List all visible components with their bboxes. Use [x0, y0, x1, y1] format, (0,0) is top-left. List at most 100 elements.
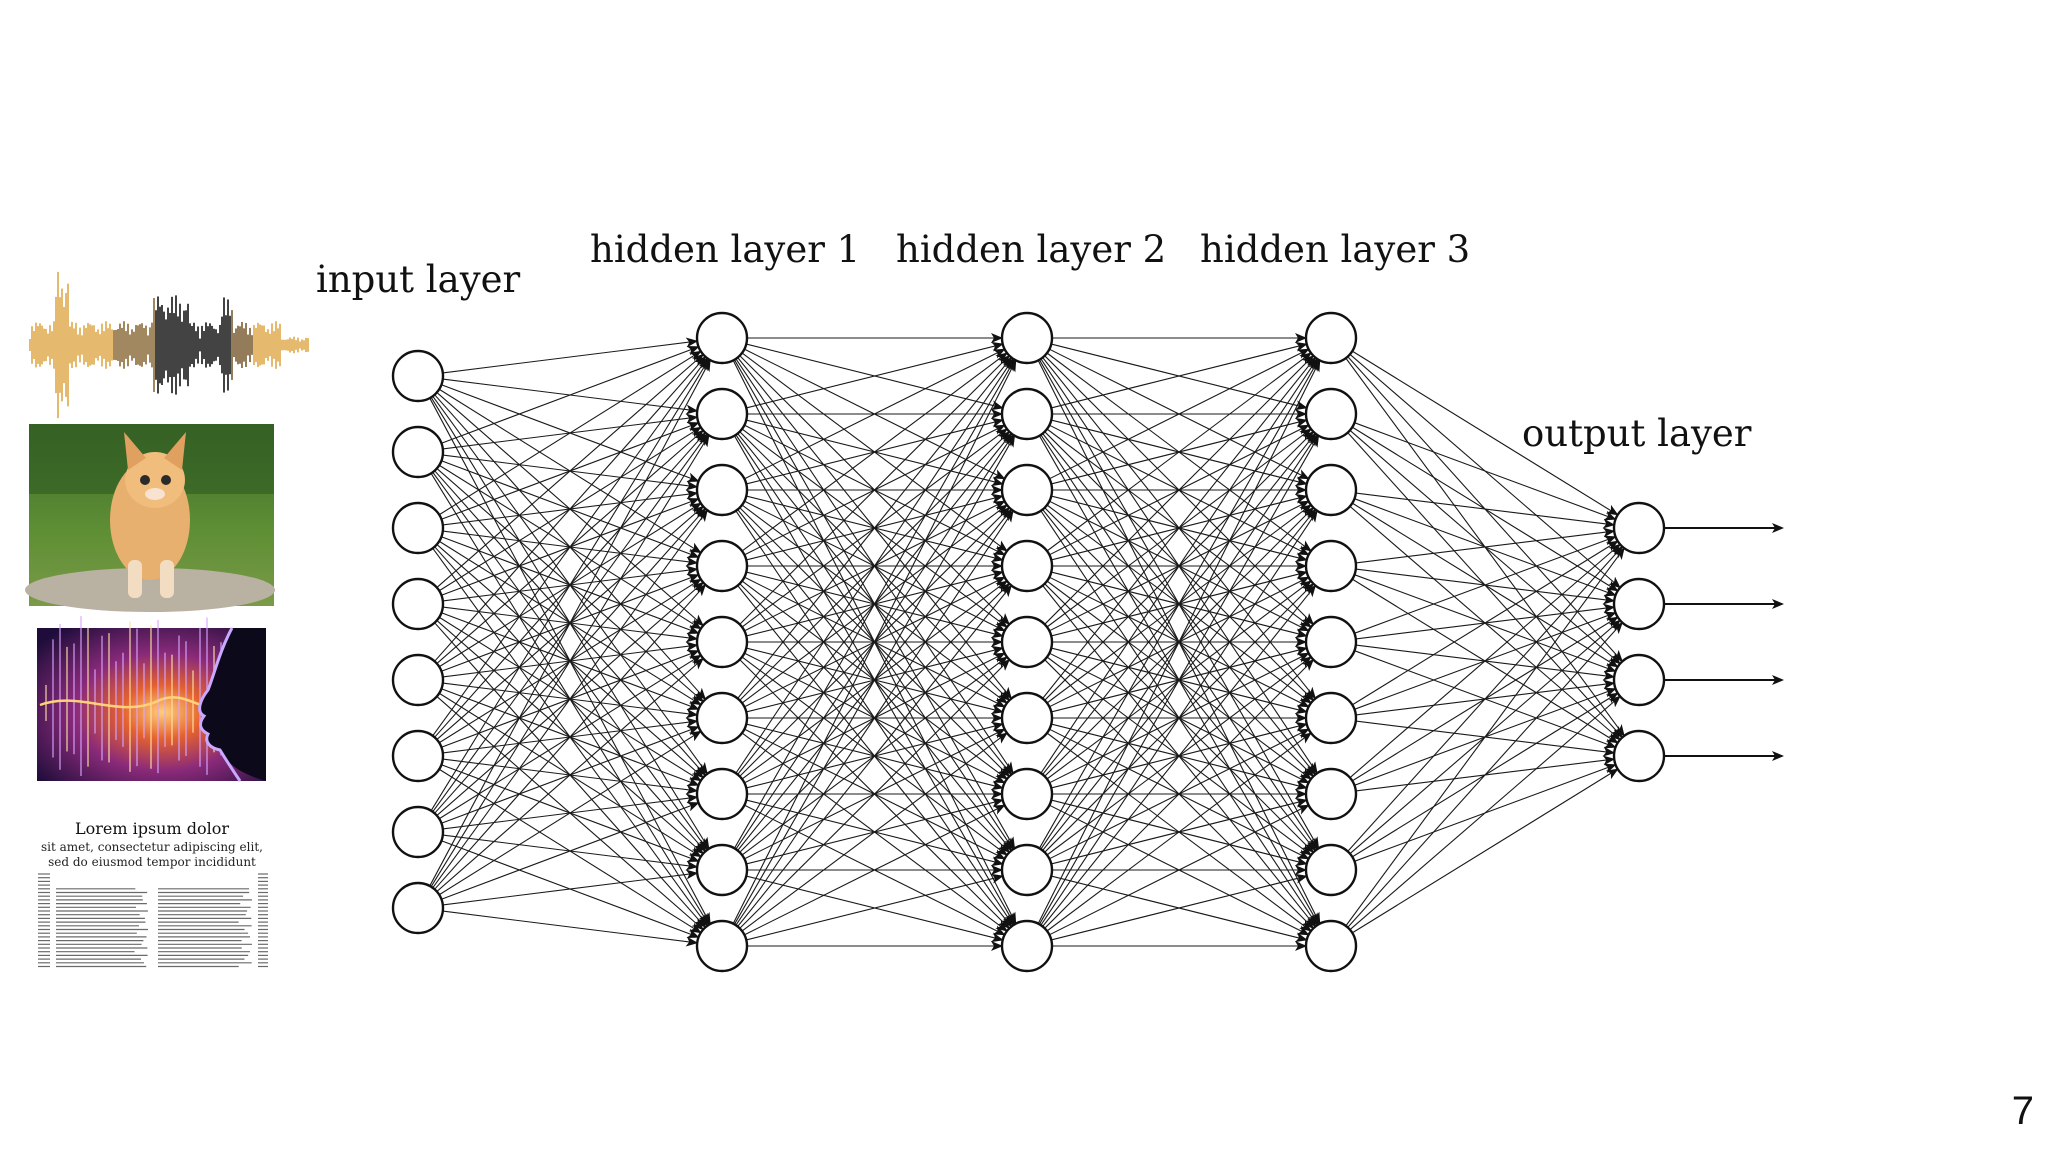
input-examples: Lorem ipsum dolor sit amet, consectetur …: [25, 271, 309, 971]
input-node: [391, 653, 445, 707]
connection-edge: [733, 358, 1016, 849]
connection-edge: [436, 353, 704, 588]
connection-edge: [1038, 434, 1320, 925]
layer-label-hidden-3: hidden layer 3: [1200, 228, 1470, 271]
hidden-2-node: [1000, 387, 1054, 441]
hidden-3-node: [1304, 615, 1358, 669]
connection-edge: [1044, 354, 1315, 625]
connection-edge: [1049, 348, 1310, 480]
connection-edge: [434, 583, 707, 890]
hidden-3-node: [1304, 311, 1358, 365]
connection-edge: [432, 509, 708, 889]
connection-edge: [1051, 873, 1308, 941]
connection-edge: [1355, 492, 1616, 529]
connection-edge: [739, 354, 1011, 625]
layer-label-output: output layer: [1522, 412, 1752, 455]
connection-edge: [1347, 545, 1623, 852]
document-subtitle-line1: sit amet, consectetur adipiscing elit,: [41, 840, 263, 854]
slide-number: 7: [2011, 1089, 2034, 1133]
hidden-2-node: [1000, 919, 1054, 973]
hidden-3-node: [1304, 691, 1358, 745]
connection-edge: [442, 910, 699, 947]
hidden-1-node: [695, 387, 749, 441]
connection-edge: [1049, 804, 1310, 936]
connection-edge: [1038, 358, 1320, 849]
connection-edge: [741, 352, 1008, 552]
connection-edge: [1040, 509, 1318, 926]
connection-edge: [434, 355, 707, 662]
hidden-2-node: [1000, 463, 1054, 517]
text-document-image: Lorem ipsum dolor sit amet, consectetur …: [34, 816, 270, 971]
hidden-2-node: [1000, 615, 1054, 669]
connection-edge: [1351, 350, 1619, 516]
hidden-3-node: [1304, 919, 1358, 973]
hidden-2-node: [1000, 767, 1054, 821]
hidden-1-node: [695, 615, 749, 669]
hidden-2-node: [1000, 843, 1054, 897]
connection-edge: [1354, 535, 1617, 634]
connection-edge: [1037, 359, 1321, 924]
connection-edge: [733, 434, 1016, 925]
connection-edge: [735, 357, 1014, 774]
connection-edge: [1044, 658, 1315, 929]
connection-edge: [1349, 695, 1621, 931]
input-node: [391, 425, 445, 479]
connection-edge: [1351, 540, 1619, 706]
connection-edge: [1349, 543, 1621, 779]
connection-edge: [438, 730, 702, 896]
input-node: [391, 805, 445, 859]
connection-edge: [436, 657, 704, 892]
input-node: [391, 577, 445, 631]
hidden-3-node: [1304, 463, 1358, 517]
input-node: [391, 729, 445, 783]
document-title: Lorem ipsum dolor: [75, 819, 229, 838]
hidden-1-node: [695, 919, 749, 973]
hidden-3-node: [1304, 539, 1358, 593]
connection-edge: [1351, 768, 1619, 934]
connection-edge: [438, 350, 702, 516]
connection-edge: [1042, 356, 1317, 699]
hidden-1-node: [695, 539, 749, 593]
hidden-1-node: [695, 767, 749, 821]
network-connections: [429, 333, 1625, 951]
connection-edge: [1355, 527, 1616, 564]
output-node: [1612, 653, 1666, 707]
output-node: [1612, 729, 1666, 783]
connection-edge: [732, 359, 1017, 924]
connection-edge: [739, 658, 1011, 929]
hidden-3-node: [1304, 843, 1358, 897]
connection-edge: [1354, 422, 1617, 521]
input-node: [391, 881, 445, 935]
layer-label-input: input layer: [316, 258, 520, 301]
connection-edge: [1046, 732, 1312, 932]
connection-edge: [737, 356, 1012, 699]
connection-edge: [430, 358, 710, 811]
input-node: [391, 501, 445, 555]
connection-edge: [741, 732, 1008, 932]
speech-face-image: [37, 616, 266, 782]
connection-edge: [441, 801, 700, 900]
kitten-photo: [25, 424, 275, 612]
connection-edge: [744, 348, 1006, 480]
connection-edge: [430, 434, 710, 887]
network-nodes: [391, 311, 1666, 973]
hidden-2-node: [1000, 691, 1054, 745]
hidden-2-node: [1000, 311, 1054, 365]
output-node: [1612, 577, 1666, 631]
connection-edge: [429, 359, 711, 887]
hidden-1-node: [695, 691, 749, 745]
layer-label-hidden-2: hidden layer 2: [896, 228, 1166, 271]
hidden-3-node: [1304, 387, 1358, 441]
output-node: [1612, 501, 1666, 555]
connection-edge: [746, 341, 1004, 409]
layer-label-hidden-1: hidden layer 1: [590, 228, 860, 271]
hidden-1-node: [695, 311, 749, 365]
connection-edge: [1042, 584, 1317, 927]
connection-edge: [442, 869, 699, 906]
connection-edge: [1051, 341, 1308, 409]
connection-edge: [442, 337, 699, 374]
connection-edge: [746, 873, 1004, 941]
connection-edge: [735, 509, 1014, 926]
connection-edge: [1345, 547, 1625, 927]
